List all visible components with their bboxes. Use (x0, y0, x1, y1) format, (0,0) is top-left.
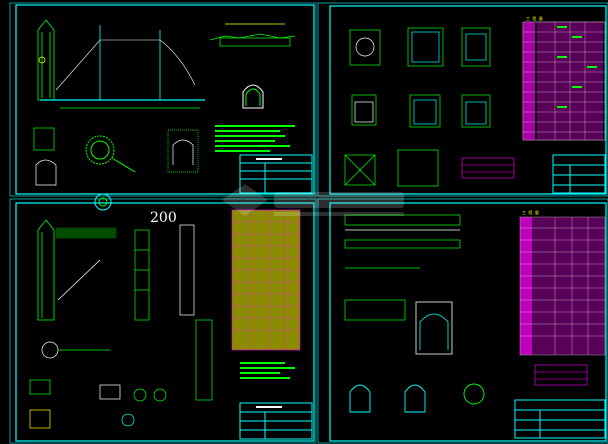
title-block-tl[interactable] (239, 154, 313, 194)
channel-section-drawing (209, 23, 296, 47)
title-block-br[interactable] (514, 399, 606, 439)
watermark-logo (222, 184, 404, 216)
sheet-top-right[interactable] (317, 2, 608, 197)
sheet-bottom-right[interactable] (317, 198, 608, 444)
quantity-table-br[interactable]: 工 程 量 (519, 209, 606, 356)
notes-text-block-tl (215, 125, 295, 152)
arch-section-drawing (242, 84, 264, 109)
pit-section-br (415, 301, 453, 355)
sheet-top-left[interactable] (9, 2, 317, 197)
arch-details-br (349, 383, 485, 413)
structure-plans-tr (344, 27, 491, 187)
table-header-label: 工 程 量 (526, 15, 543, 21)
table-header-label-br: 工 程 量 (522, 209, 539, 215)
tower-elevation-drawing (37, 19, 205, 109)
svg-text:200: 200 (150, 210, 177, 226)
channel-profile-br (344, 214, 461, 321)
title-block-tr[interactable] (552, 154, 606, 194)
column-elevations-bl (134, 224, 213, 401)
legend-table-tr (461, 157, 515, 179)
number-label-200: 200 (150, 210, 177, 226)
sheet-bottom-left[interactable] (9, 198, 317, 444)
circular-well-plan (85, 135, 136, 211)
title-block-bl[interactable] (239, 402, 313, 440)
legend-table-br (534, 364, 588, 386)
yellow-quantity-table-bl[interactable] (231, 209, 301, 351)
notes-bl (240, 362, 295, 379)
small-details-left (33, 127, 199, 186)
tower-elevation-bl (37, 219, 117, 321)
details-bl (29, 341, 167, 429)
quantity-table-tr[interactable]: 工 程 量 (522, 15, 606, 141)
